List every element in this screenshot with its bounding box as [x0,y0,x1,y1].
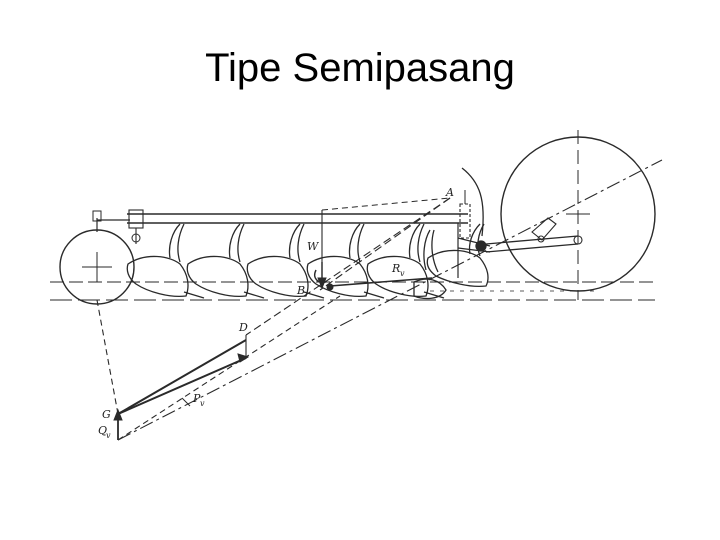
label-pv-subscript: v [200,399,205,408]
hitch-assembly [457,167,583,253]
label-w: W [307,240,320,253]
force-lines [245,197,451,358]
label-rv-subscript: v [400,269,405,278]
label-a: A [445,186,454,199]
slide-title: Tipe Semipasang [205,46,515,90]
label-qv: Q [98,424,107,437]
label-d: D [238,321,248,334]
label-b: B [296,284,305,297]
tractor-rear-wheel [500,130,656,300]
plow-frame [97,209,468,278]
plow-bottoms [126,223,489,300]
line-of-pull [117,159,663,441]
plow-bottom-2 [186,223,265,299]
label-rv: R [391,262,400,275]
label-qv-subscript: v [106,431,111,440]
rear-gauge-wheel [59,210,135,305]
plow-bottom-3 [246,223,325,299]
diagram-labels: A B D G W R v P v Q v [98,186,454,440]
weight-and-resistance-arrows [314,262,433,291]
plow-bottom-7 [413,229,447,300]
plow-bottom-1 [126,223,205,299]
force-polygon [96,295,341,441]
plow-bottom-5 [366,223,445,299]
label-g: G [102,408,111,421]
label-pv: P [192,392,201,405]
